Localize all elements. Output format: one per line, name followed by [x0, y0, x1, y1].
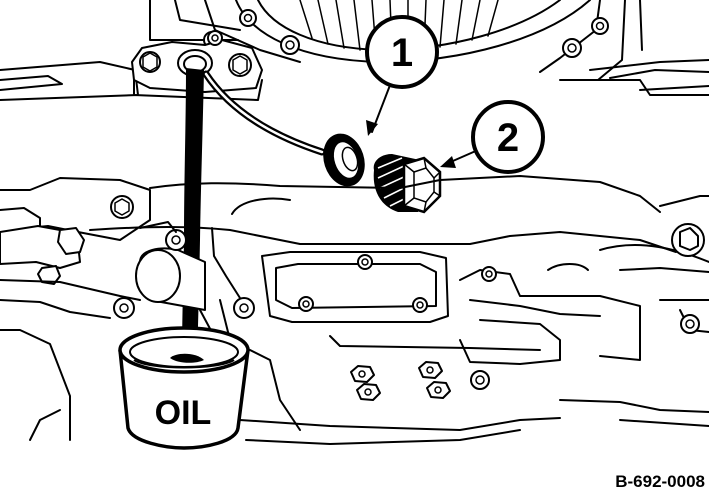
- dipstick-tube: [202, 70, 326, 156]
- engine-lower-frame: [0, 175, 709, 445]
- callout-2-number: 2: [497, 116, 519, 160]
- drain-plug: [373, 154, 442, 214]
- figure-id: B-692-0008: [615, 472, 705, 491]
- engine-upper-housing: [0, 0, 709, 101]
- oil-container-label: OIL: [155, 394, 212, 432]
- callout-2: 2: [440, 100, 545, 174]
- seal-washer: [323, 133, 365, 187]
- center-hex-nuts: [350, 361, 451, 401]
- oil-container: OIL: [118, 326, 250, 450]
- oil-stream: [180, 68, 206, 367]
- callout-1-number: 1: [391, 31, 413, 75]
- drain-port-block: [131, 30, 263, 101]
- callout-1: 1: [365, 15, 439, 136]
